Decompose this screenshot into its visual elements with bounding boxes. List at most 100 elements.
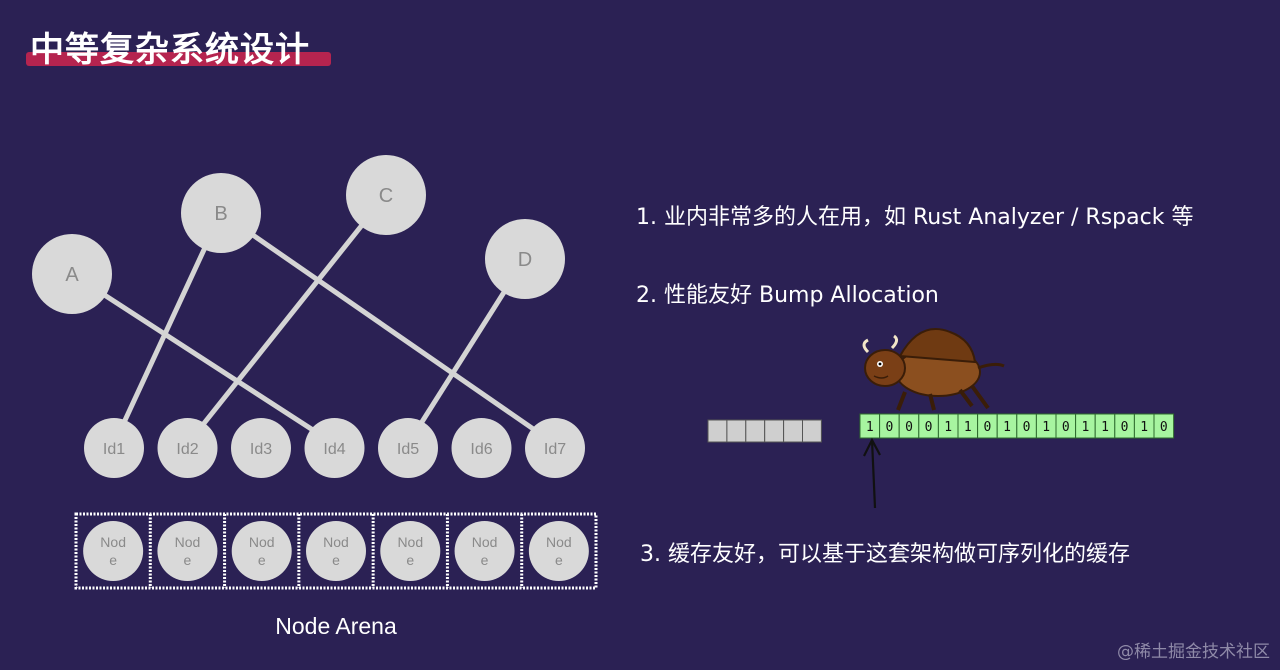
bit-value: 1 [1101,420,1109,435]
slide-title-block: 中等复杂系统设计 [26,22,331,71]
edge-b-id7 [219,210,557,447]
graph-node-c: C [346,155,426,235]
id-node-label: Id2 [176,441,198,458]
bit-value: 0 [983,420,991,435]
id-node-id6: Id6 [451,418,512,478]
bit-value: 1 [1140,420,1148,435]
bit-cell: 1 [957,413,979,439]
edge-c-id2 [185,193,388,446]
empty-memory-cell [802,419,822,443]
id-node-id2: Id2 [157,418,218,478]
arena-cell-label: Nod [100,534,126,550]
arena-cell: Nod e [83,521,144,581]
bit-cell: 1 [1035,413,1057,439]
arena-cell-label: Nod [249,534,275,550]
bit-value: 1 [1003,420,1011,435]
bit-cell: 0 [1055,413,1077,439]
arena-label: Node Arena [275,613,397,639]
bit-cell: 0 [879,413,900,439]
bit-cell: 1 [937,413,959,439]
empty-memory-cell [707,419,728,443]
slide-title: 中等复杂系统设计 [30,30,310,70]
arena-cell-label: e [406,552,414,568]
bit-cell: 0 [898,413,920,439]
bit-value: 1 [944,420,952,435]
bit-cell: 0 [918,413,939,439]
arena-cell: Nod e [148,514,218,588]
arena-border [74,512,598,590]
graph-node-label: B [214,203,227,225]
bit-value: 1 [1081,420,1089,435]
arena-cell-label: Nod [175,534,201,550]
bit-value: 0 [905,420,913,435]
empty-memory-cell [726,419,747,443]
bit-value: 1 [964,420,972,435]
arena-cell-label: e [481,552,489,568]
bit-cell: 1 [996,413,1018,439]
bit-value: 0 [1121,420,1129,435]
bit-cell: 0 [1114,413,1135,439]
id-node-label: Id3 [250,441,272,458]
bit-cell: 0 [977,413,998,439]
bit-cell: 1 [1075,413,1096,439]
bit-cell: 0 [1016,413,1037,439]
point-2: 2. 性能友好 Bump Allocation [636,283,939,308]
empty-memory-cell [764,419,785,443]
bit-value: 0 [1023,420,1031,435]
point-3: 3. 缓存友好，可以基于这套架构做可序列化的缓存 [640,542,1130,567]
edge-b-id1 [111,211,224,446]
arrow-up-icon [863,437,881,509]
id-node-label: Id7 [544,441,566,458]
graph-node-b: B [181,173,261,253]
arena-cell-label: Nod [323,534,349,550]
arena-cell-label: e [109,552,117,568]
arena-cell-label: e [332,552,340,568]
id-node-id3: Id3 [231,418,291,478]
watermark: @稀土掘金技术社区 [1117,642,1270,662]
id-node-label: Id5 [397,441,419,458]
graph-nodes: A B C D [32,155,565,314]
arena-cell-label: Nod [546,534,572,550]
bit-cell: 1 [1133,413,1155,439]
arena-cell: Nod e [297,514,366,588]
id-node-id7: Id7 [525,418,585,478]
bit-cell: 0 [1153,413,1175,439]
graph-node-label: D [518,249,532,271]
graph-edges [70,193,557,447]
arena-cell: Nod e [445,514,515,588]
bit-value: 0 [885,420,893,435]
bit-value: 0 [1062,420,1070,435]
id-node-id1: Id1 [84,418,144,478]
id-node-id4: Id4 [304,418,365,478]
bit-value: 0 [1160,420,1168,435]
id-node-label: Id6 [470,441,492,458]
bit-cell: 1 [859,413,881,439]
arena-cell-label: e [258,552,266,568]
arena-cell-label: e [555,552,563,568]
id-node-id5: Id5 [378,418,438,478]
bit-value: 1 [1042,420,1050,435]
point-1: 1. 业内非常多的人在用，如 Rust Analyzer / Rspack 等 [636,205,1194,230]
arena-cell: Nod e [371,514,441,588]
bison-icon [862,328,1005,411]
arena-cell-label: Nod [472,534,498,550]
arena-cell-label: e [184,552,192,568]
arena-cell: Nod e [223,514,292,588]
id-node-label: Id1 [103,441,125,458]
arena-cell: Nod e [520,514,589,588]
graph-node-label: C [379,185,393,207]
graph-node-label: A [65,264,79,286]
graph-node-a: A [32,234,112,314]
bit-cell: 1 [1094,413,1116,439]
graph-node-d: D [485,219,565,299]
arena-cell-label: Nod [397,534,423,550]
edge-a-id4 [70,271,336,447]
title-underline [26,52,331,66]
id-nodes: Id1 Id2 Id3 Id4 Id5 Id6 Id7 [84,418,585,478]
bit-value: 1 [866,420,874,435]
empty-memory-cell [745,419,766,443]
id-node-label: Id4 [323,441,345,458]
empty-memory-cell [783,419,803,443]
